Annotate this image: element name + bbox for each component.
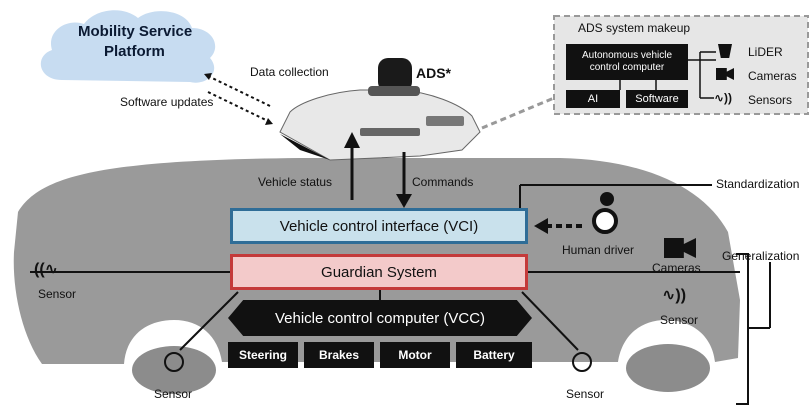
motor-label: Motor xyxy=(398,348,432,362)
brakes-label: Brakes xyxy=(318,348,360,362)
lider-label: LiDER xyxy=(748,45,783,59)
motor-box: Motor xyxy=(380,342,450,368)
guardian-box: Guardian System xyxy=(230,254,528,290)
autonomous-computer-box: Autonomous vehicle control computer xyxy=(566,44,688,80)
brakes-box: Brakes xyxy=(304,342,374,368)
sensor-wave-icon-left: ((∿ xyxy=(34,261,59,278)
vcc-box: Vehicle control computer (VCC) xyxy=(228,300,532,336)
sensor-bottom-left-label: Sensor xyxy=(154,387,193,401)
cameras-label: Cameras xyxy=(748,69,797,83)
human-driver-label: Human driver xyxy=(562,243,635,257)
vehicle-status-label: Vehicle status xyxy=(258,175,333,189)
data-collection-label: Data collection xyxy=(250,65,329,79)
sensor-wave-icon: ∿)) xyxy=(714,91,733,105)
right-wheel xyxy=(626,344,710,392)
camera-icon-right xyxy=(664,238,696,258)
battery-label: Battery xyxy=(473,348,515,362)
software-updates-label: Software updates xyxy=(120,95,214,109)
sensor-wave-icon-right: ∿)) xyxy=(662,287,687,304)
ai-box: AI xyxy=(566,90,620,108)
ai-label: AI xyxy=(587,93,599,105)
cameras-right-label: Cameras xyxy=(652,261,701,275)
wheel-sensor-icon-left xyxy=(164,352,184,372)
software-box: Software xyxy=(626,90,688,108)
human-driver-icon xyxy=(590,192,624,234)
ads-unit xyxy=(279,58,481,161)
cloud-title-line1: Mobility Service xyxy=(78,23,193,40)
generalization-label: Generalization xyxy=(722,249,800,263)
cloud-shape xyxy=(40,10,216,83)
autonomous-computer-line1: Autonomous vehicle xyxy=(581,50,673,61)
camera-icon xyxy=(716,68,734,80)
vci-box: Vehicle control interface (VCI) xyxy=(230,208,528,244)
wheel-sensor-icon-right xyxy=(572,352,592,372)
sensors-label: Sensors xyxy=(748,93,793,107)
sensor-bottom-right-label: Sensor xyxy=(566,387,605,401)
steering-label: Steering xyxy=(238,348,287,362)
battery-box: Battery xyxy=(456,342,532,368)
vcc-label: Vehicle control computer (VCC) xyxy=(274,309,486,327)
sensor-left-label: Sensor xyxy=(38,287,77,301)
guardian-label: Guardian System xyxy=(321,263,437,281)
software-label: Software xyxy=(635,93,679,105)
autonomous-computer-line2: control computer xyxy=(589,62,665,73)
standardization-label: Standardization xyxy=(716,177,800,191)
ads-makeup-title: ADS system makeup xyxy=(578,21,691,35)
cloud-title-line2: Platform xyxy=(104,43,165,60)
lidar-icon xyxy=(718,44,732,58)
vci-label: Vehicle control interface (VCI) xyxy=(279,217,479,235)
commands-label: Commands xyxy=(412,175,474,189)
ads-label: ADS* xyxy=(416,65,452,81)
sensor-right-label: Sensor xyxy=(660,313,699,327)
steering-box: Steering xyxy=(228,342,298,368)
